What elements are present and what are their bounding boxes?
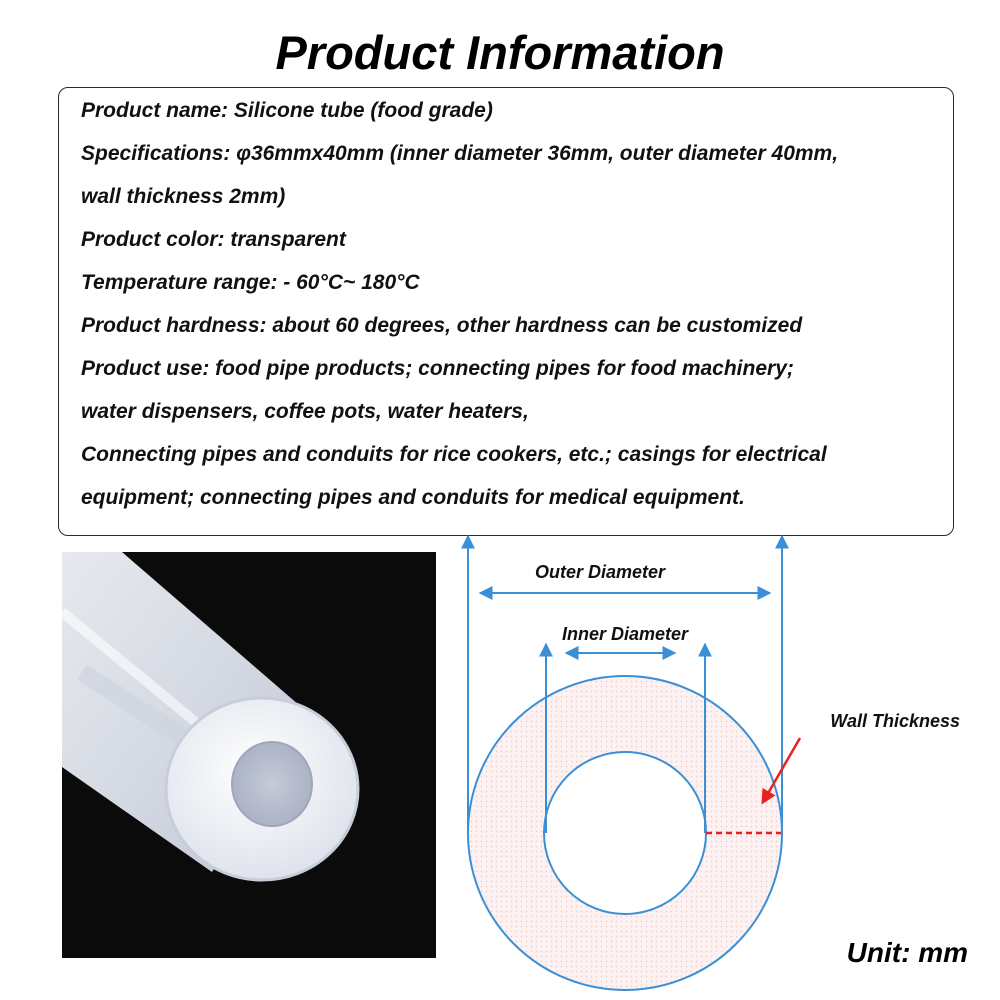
info-line-use-cont-3: equipment; connecting pipes and conduits… bbox=[81, 486, 745, 509]
info-line-temperature: Temperature range: - 60°C~ 180°C bbox=[81, 271, 420, 294]
tube-hole bbox=[232, 742, 312, 826]
info-line-hardness: Product hardness: about 60 degrees, othe… bbox=[81, 314, 803, 337]
wall-thickness-label: Wall Thickness bbox=[830, 711, 960, 731]
inner-circle bbox=[543, 751, 707, 915]
page-title: Product Information bbox=[275, 26, 725, 79]
info-line-specifications: Specifications: φ36mmx40mm (inner diamet… bbox=[81, 142, 839, 165]
product-info-box bbox=[58, 87, 954, 536]
info-line-color: Product color: transparent bbox=[81, 228, 346, 251]
info-line-use: Product use: food pipe products; connect… bbox=[81, 357, 794, 380]
inner-diameter-label: Inner Diameter bbox=[562, 624, 689, 644]
info-line-use-cont-2: Connecting pipes and conduits for rice c… bbox=[81, 443, 827, 466]
cross-section-diagram: Outer Diameter Inner Diameter Wall Thick… bbox=[461, 534, 968, 991]
product-info-list: Product name: Silicone tube (food grade)… bbox=[81, 89, 961, 519]
info-line-product-name: Product name: Silicone tube (food grade) bbox=[81, 99, 493, 122]
unit-label: Unit: mm bbox=[847, 937, 968, 968]
info-line-use-cont-1: water dispensers, coffee pots, water hea… bbox=[81, 400, 529, 423]
silicone-tube-photo bbox=[62, 552, 436, 958]
red-arrow-icon bbox=[761, 737, 802, 805]
info-line-specifications-cont: wall thickness 2mm) bbox=[81, 185, 286, 208]
outer-diameter-label: Outer Diameter bbox=[535, 562, 666, 582]
